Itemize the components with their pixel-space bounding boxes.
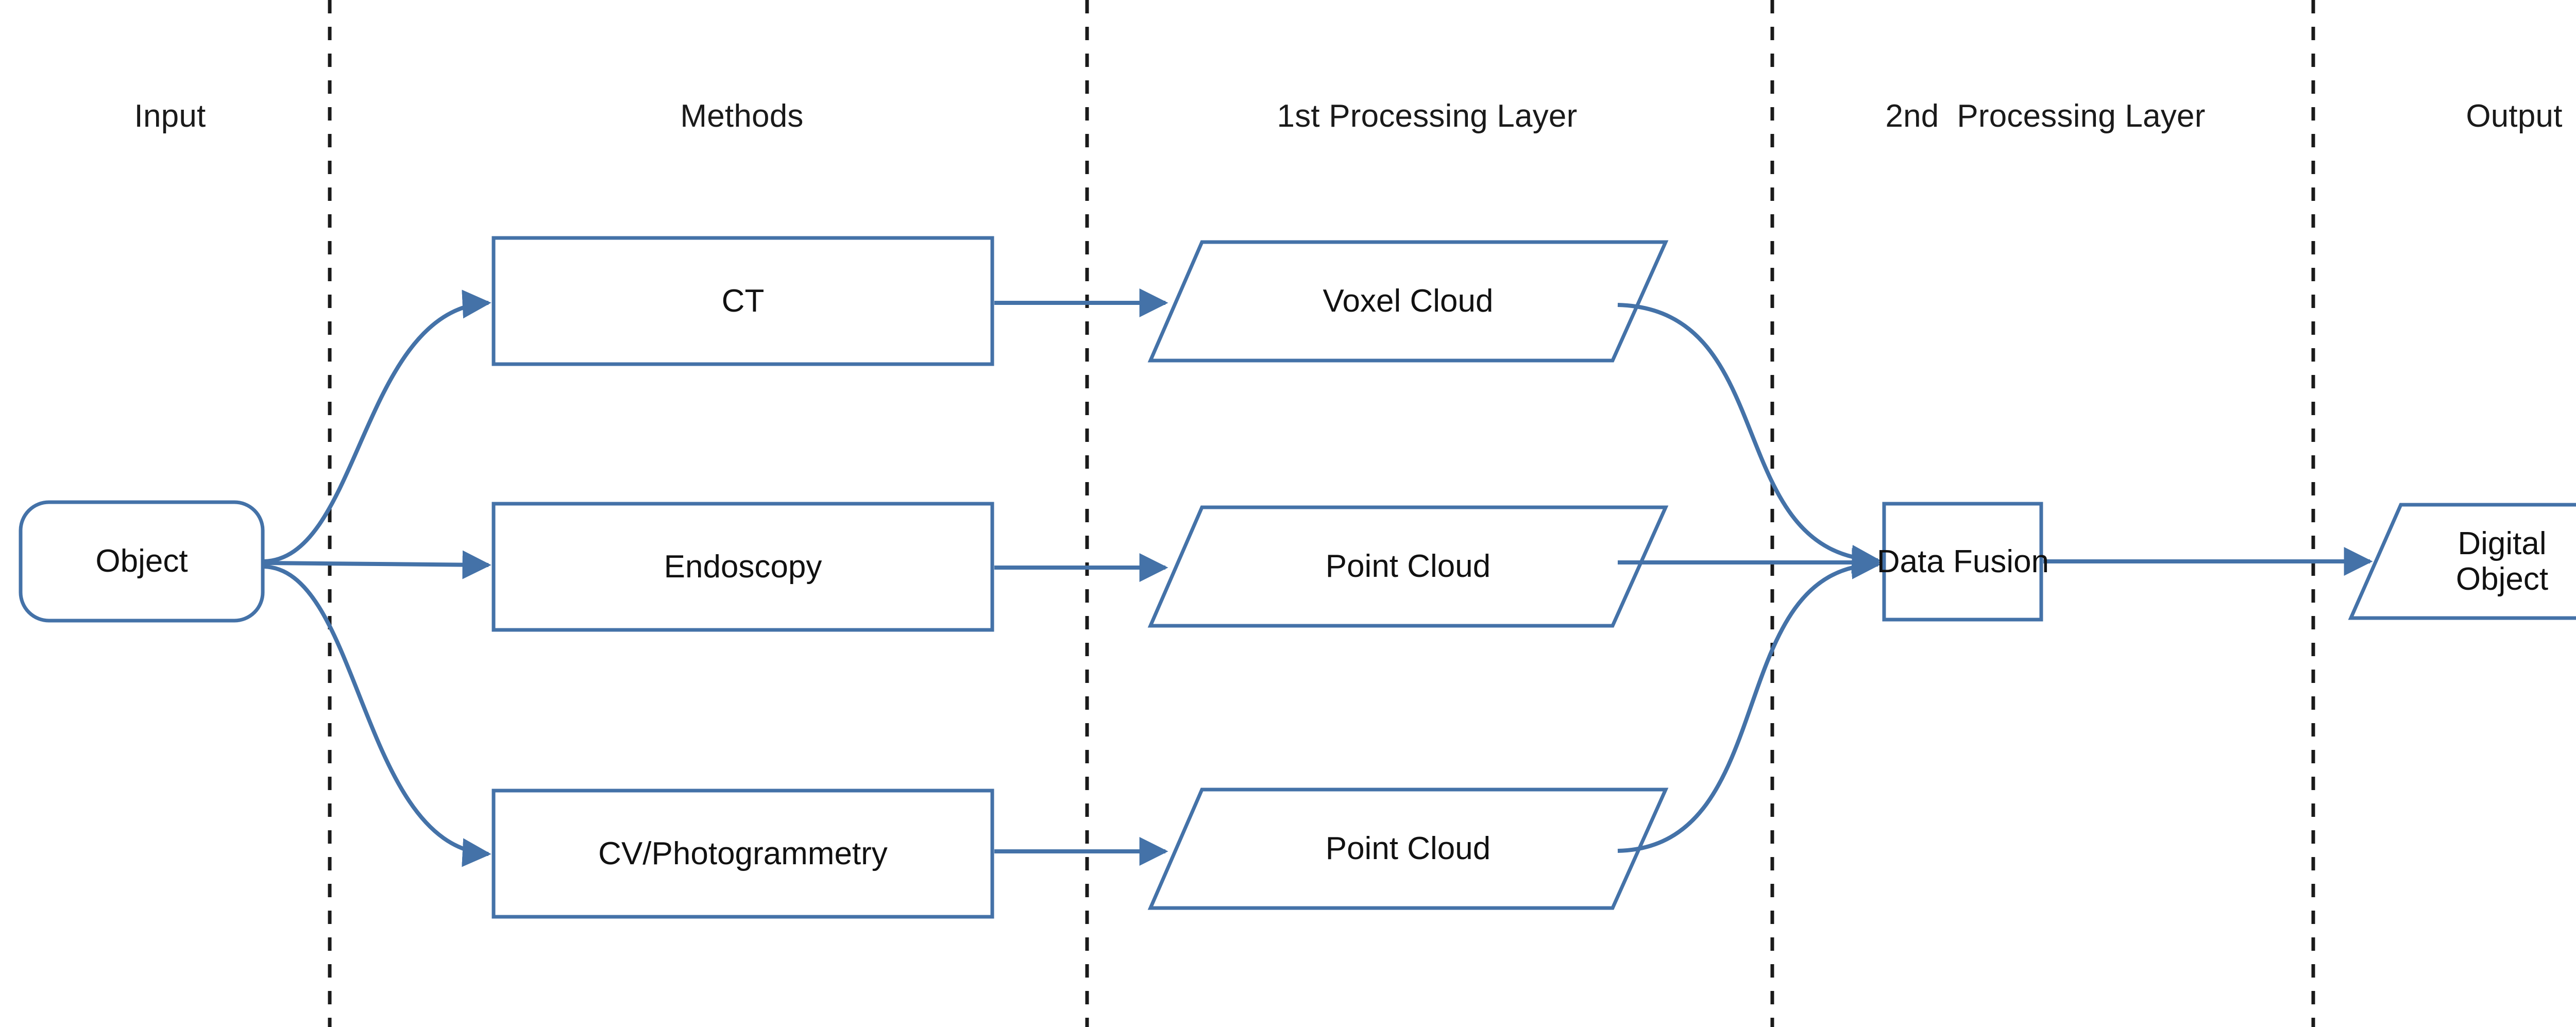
node-data-fusion-shape[interactable] bbox=[1882, 502, 2043, 622]
column-label-layer1: 1st Processing Layer bbox=[1277, 98, 1578, 134]
node-point-cloud-bot-shape[interactable] bbox=[1147, 788, 1669, 910]
column-label-methods: Methods bbox=[680, 98, 804, 134]
edge-voxel-cloud-to-data-fusion bbox=[1617, 303, 1881, 574]
node-endoscopy-shape[interactable] bbox=[492, 502, 994, 632]
edge-object-to-endoscopy bbox=[263, 550, 492, 579]
node-point-cloud-mid-shape[interactable] bbox=[1147, 505, 1669, 628]
node-voxel-cloud-shape[interactable] bbox=[1147, 240, 1669, 363]
column-label-output: Output bbox=[2466, 98, 2563, 134]
edge-object-to-photogrammetry bbox=[263, 564, 492, 867]
node-ct-shape[interactable] bbox=[492, 236, 994, 366]
node-object-shape[interactable] bbox=[19, 500, 265, 623]
node-photogrammetry-shape[interactable] bbox=[492, 789, 994, 919]
edge-point-cloud-bot-to-data-fusion bbox=[1617, 550, 1881, 853]
edge-object-to-ct bbox=[263, 289, 492, 563]
node-digital-object-shape[interactable] bbox=[2348, 503, 2576, 620]
column-label-layer2: 2nd Processing Layer bbox=[1885, 98, 2206, 134]
column-label-input: Input bbox=[134, 98, 206, 134]
